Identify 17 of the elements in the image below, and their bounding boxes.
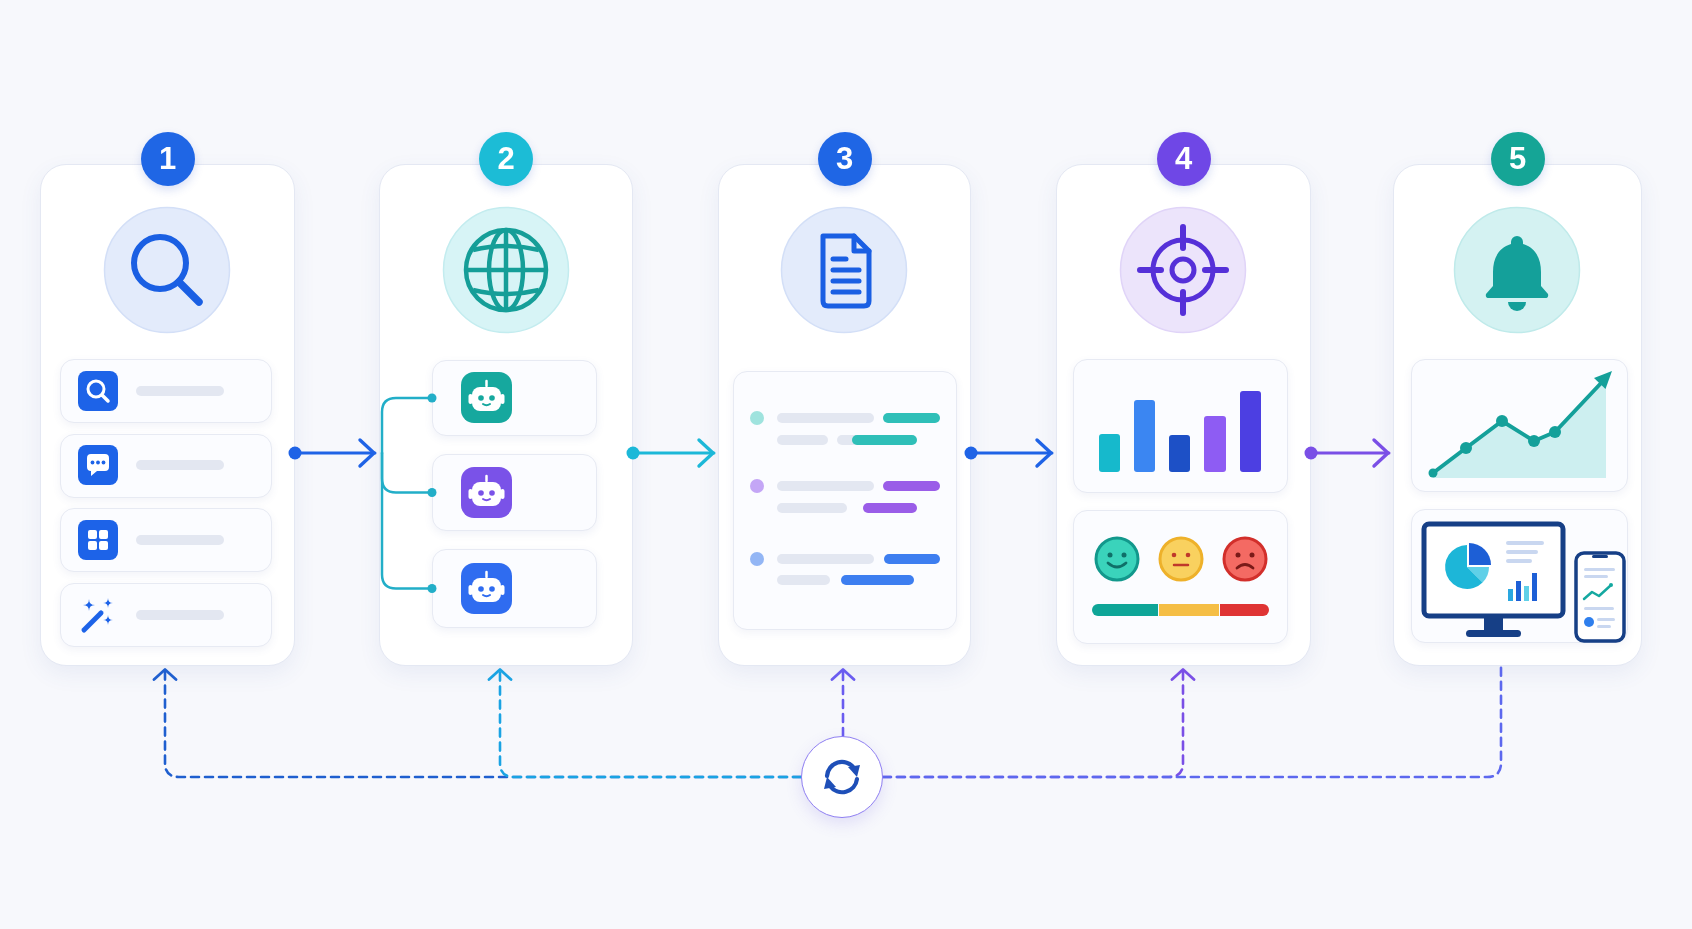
step-number-badge: 2 [479, 132, 533, 186]
agent-card [432, 549, 597, 628]
dashed-feedback-arrow [487, 667, 803, 779]
step-number-badge: 4 [1156, 132, 1211, 186]
flow-arrow [288, 438, 377, 468]
branch-connector [380, 393, 437, 455]
flow-arrow [626, 438, 716, 468]
dashed-feedback-arrow [830, 667, 856, 738]
branch-connector [380, 451, 437, 593]
dashed-feedback-line [881, 664, 1503, 779]
step-number-badge: 5 [1490, 132, 1545, 186]
step-number-badge: 3 [817, 132, 872, 186]
flow-arrow [964, 438, 1054, 468]
step-number-badge: 1 [140, 132, 195, 186]
flow-arrow [1304, 438, 1391, 468]
agent-card [432, 360, 597, 436]
agent-card [432, 454, 597, 531]
